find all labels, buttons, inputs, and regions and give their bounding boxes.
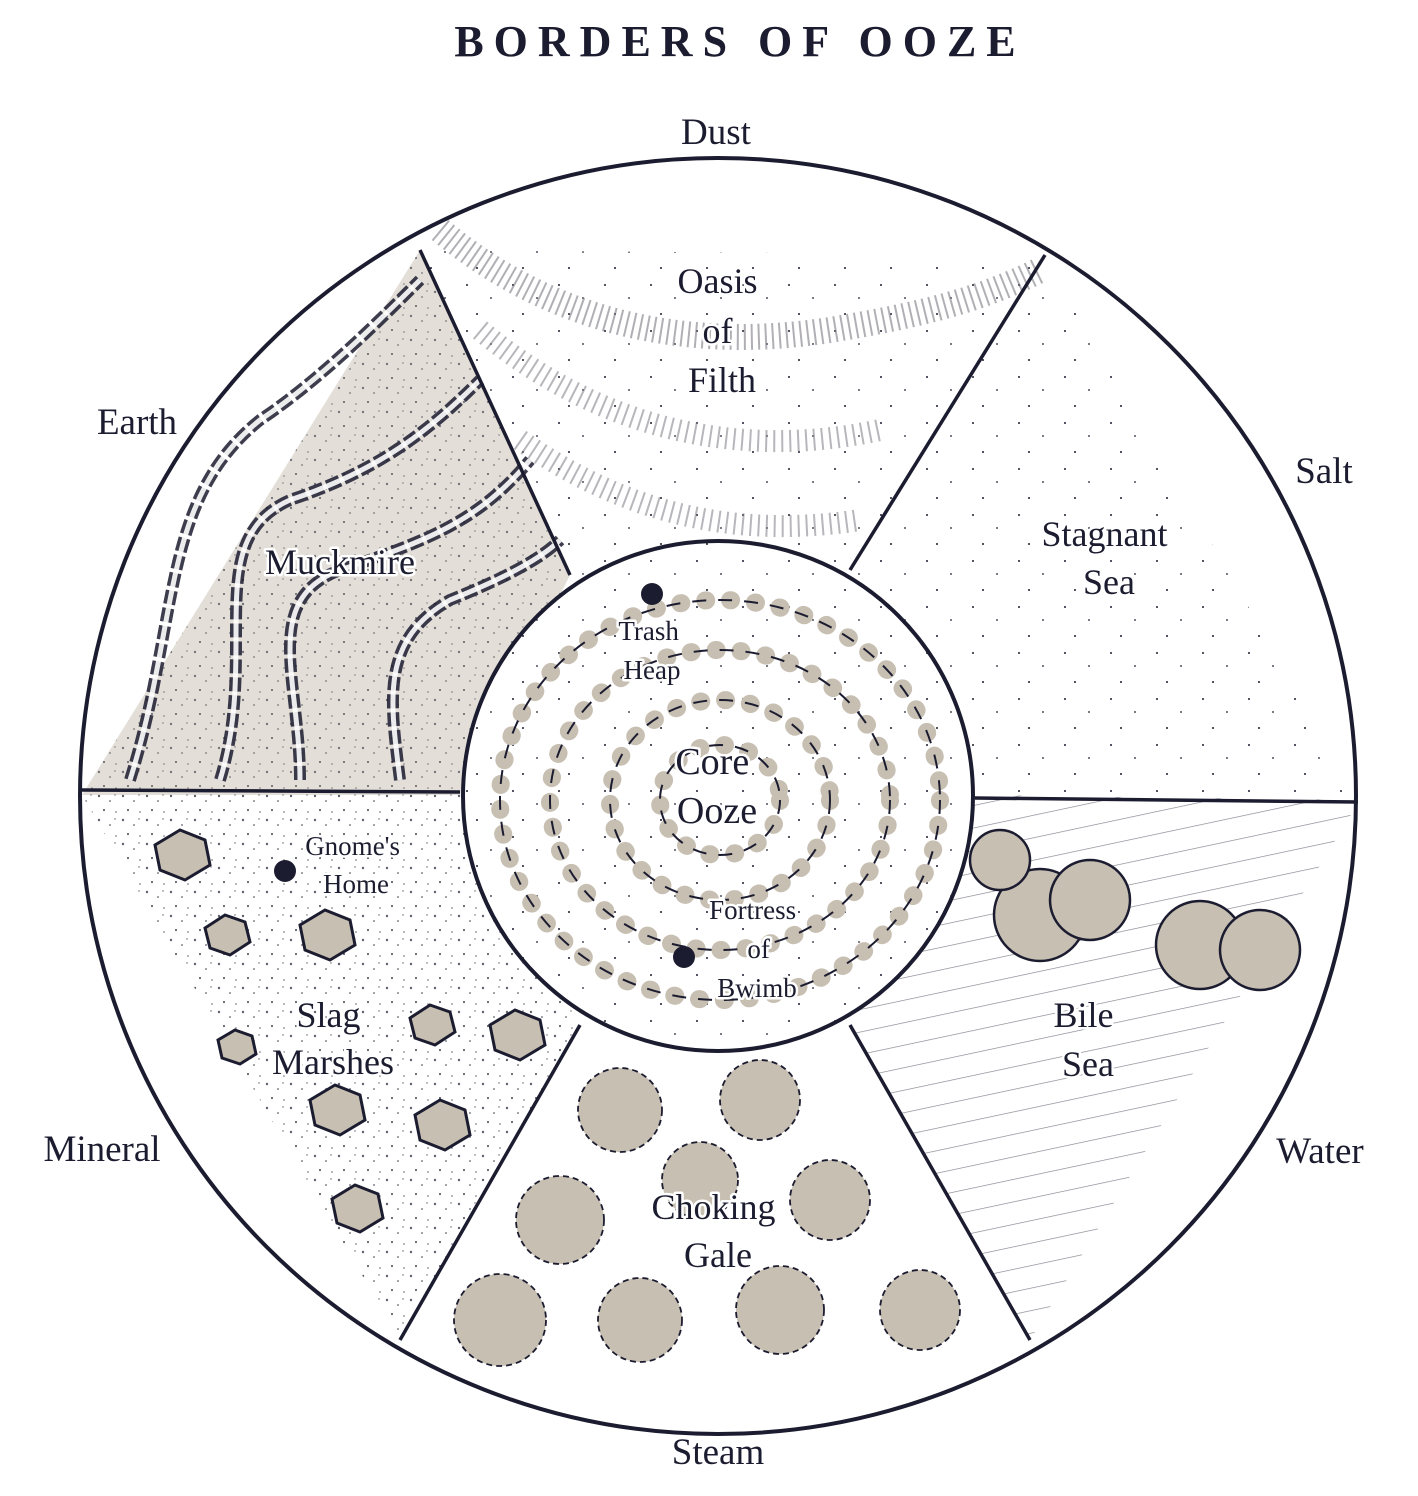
fortress-of-bwimb-marker [673,946,695,968]
label-bile-sea: Bile Sea [1054,995,1123,1084]
map-title: BORDERS OF OOZE [454,17,1025,66]
stagnant-sea-texture [850,255,1356,800]
trash-heap-marker [641,583,663,605]
label-steam: Steam [672,1432,765,1473]
outer-circle [78,156,1358,1436]
muckmire-texture [82,250,570,795]
oasis-of-filth-texture [420,220,1046,575]
label-dust: Dust [681,112,752,153]
label-mineral: Mineral [43,1129,160,1170]
label-stagnant-sea: Stagnant Sea [1042,514,1177,602]
bile-sea-texture [850,795,1356,1340]
label-oasis-of-filth: Oasis of Filth [678,261,767,400]
label-core-ooze: Core Ooze [675,741,758,832]
region-dividers [81,249,1359,1341]
core-ooze-area [461,539,975,1053]
choking-gale-texture [453,1059,961,1367]
label-muckmire: Muckmire [265,542,415,582]
label-salt: Salt [1295,451,1353,492]
label-water: Water [1276,1131,1363,1172]
label-earth: Earth [97,402,178,443]
outer-ring [80,158,1356,1434]
gnomes-home-marker [274,860,296,882]
slag-marshes-texture [82,795,580,1340]
label-slag-marshes: Slag Marshes [272,995,394,1082]
label-fortress-of-bwimb: Fortress of Bwimb [709,895,803,1003]
label-gnomes-home: Gnome's Home [305,831,407,899]
label-trash-heap: Trash Heap [618,616,685,685]
label-choking-gale: Choking Gale [651,1187,784,1275]
